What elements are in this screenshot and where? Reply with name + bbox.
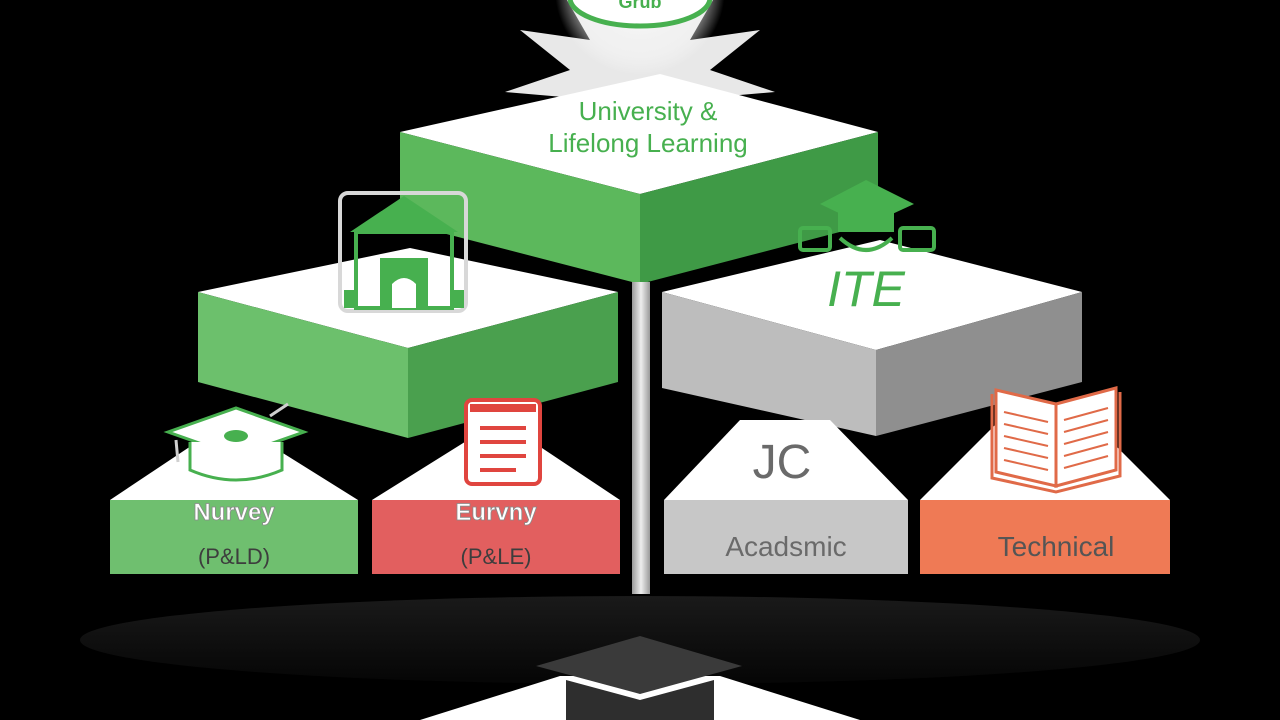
top-block-title-line1: University & [579,96,718,126]
open-book-icon [990,386,1122,494]
bottom-block-1-sub: (P&LD) [198,544,270,569]
badge-text: Grub [619,0,662,12]
ite-label: ITE [827,261,905,317]
bottom-block-2-name: Eurvny [455,499,537,526]
bottom-block-3-sub: Acadsmic [725,531,846,562]
graduation-cap-icon [163,402,309,482]
bottom-block-1-name: Nurvey [193,499,275,526]
mid-right-block [662,240,1082,436]
top-block-title-line2: Lifelong Learning [548,128,748,158]
bottom-block-2-sub: (P&LE) [461,544,532,569]
top-block: University & Lifelong Learning [400,74,878,284]
ite-cap-icon: ITE [798,180,936,317]
bottom-block-3-name: JC [753,436,812,489]
bottom-block-4-sub: Technical [998,531,1115,562]
document-icon [464,398,542,486]
central-pole [632,282,650,594]
school-building-icon [338,191,468,313]
bottom-graduation-cap-icon [536,636,742,720]
bottom-block-3: JC Acadsmic [664,420,908,574]
